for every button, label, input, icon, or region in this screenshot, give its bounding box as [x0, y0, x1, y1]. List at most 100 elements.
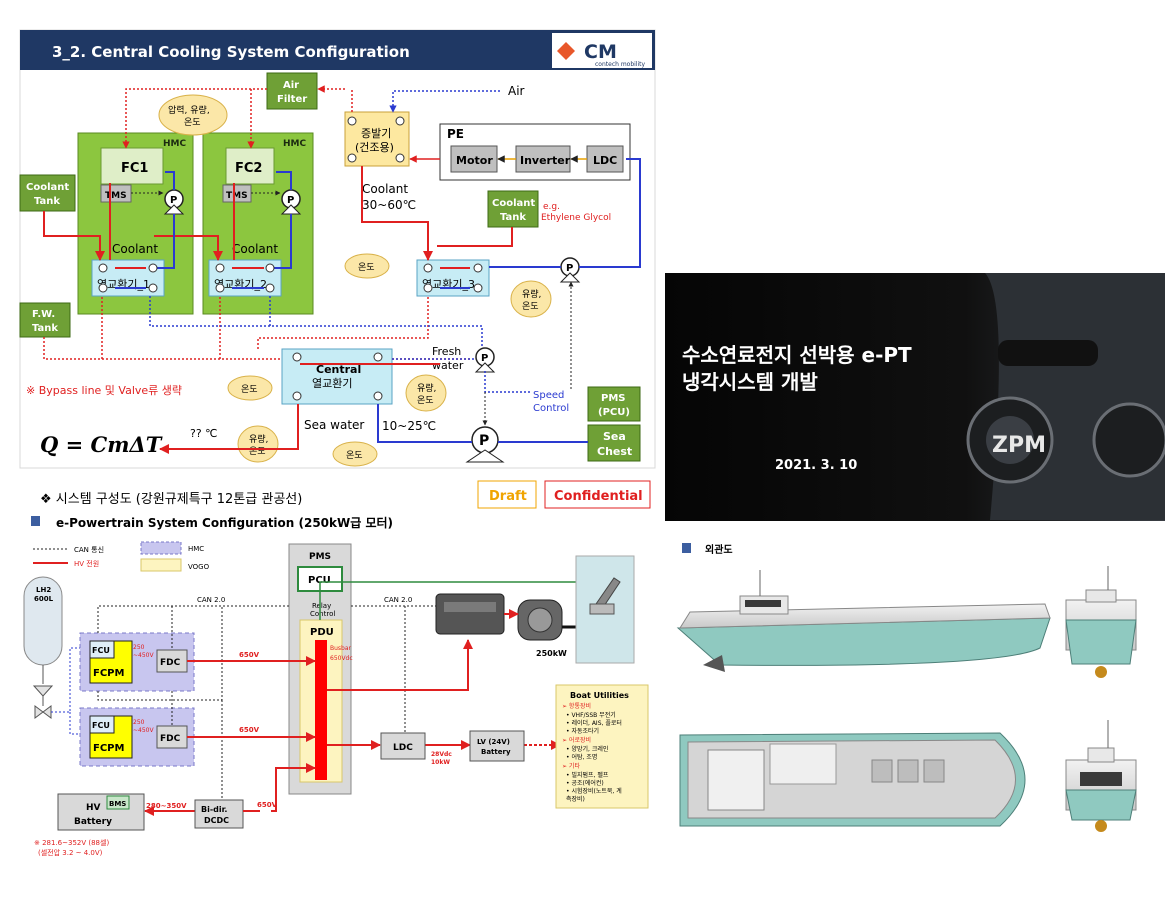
coolant-label-1: Coolant — [112, 242, 158, 256]
boat-rear-view — [1065, 720, 1137, 832]
valve-icon — [34, 705, 52, 719]
fw-tank-l2: Tank — [32, 323, 58, 334]
fcpm-label-1: FCPM — [93, 668, 124, 679]
utility-item: 측장비) — [566, 795, 585, 803]
hv-note-l1: ※ 281.6~352V (88셀) — [34, 839, 109, 847]
ldc-label: LDC — [393, 743, 413, 753]
boat-top-view — [679, 732, 1026, 827]
hv-note-l2: (셀전압 3.2 ~ 4.0V) — [38, 848, 103, 857]
coolant-temp-l1: Coolant — [362, 182, 408, 196]
boat-front-view — [1065, 566, 1137, 678]
utility-item: ➢ 기타 — [562, 762, 580, 770]
boat-side-view — [676, 570, 1051, 672]
confidential-badge-text: Confidential — [554, 489, 643, 504]
fcu-label-2: FCU — [92, 721, 110, 730]
cover-brand: ZPM — [992, 433, 1046, 458]
throttle-line — [319, 581, 580, 620]
inverter-label: Inverter — [520, 154, 571, 167]
flow-bubble-3 — [237, 425, 279, 463]
pdu-label: PDU — [310, 627, 334, 638]
legend-can: CAN 통신 — [74, 545, 104, 554]
relay-l1: Relay — [312, 602, 331, 610]
pump-label-2: P — [287, 195, 294, 206]
pump-label-4: P — [481, 353, 488, 364]
central-hx-l1: Central — [316, 363, 361, 376]
flow-bubble-3-l1: 유량, — [249, 433, 268, 445]
coolant-label-2: Coolant — [232, 242, 278, 256]
fc-range-2b: ~450V — [133, 727, 154, 734]
boat-utilities-title: Boat Utilities — [570, 691, 629, 700]
utility-item: • 시험장비(노트북, 계 — [566, 787, 622, 795]
speed-control-l1: Speed — [533, 390, 564, 401]
sea-temp-label: 10~25℃ — [382, 419, 436, 433]
slide-title: 3_2. Central Cooling System Configuratio… — [52, 43, 410, 61]
bullet-icon — [31, 516, 40, 526]
v650-label-2: 650V — [239, 726, 260, 734]
legend-hmc: HMC — [188, 545, 204, 553]
tms-label-2: TMS — [226, 191, 248, 201]
legend-hmc-swatch — [140, 541, 182, 555]
coolant-tank-left-l2: Tank — [34, 196, 60, 207]
motor-box — [450, 145, 498, 173]
bms-label: BMS — [109, 800, 126, 808]
temp-bubble-1-text: 온도 — [358, 262, 375, 273]
pump-icon-4: P — [474, 347, 496, 373]
pms-label: PMS — [309, 552, 331, 562]
tms-label-1: TMS — [105, 191, 127, 201]
pcu-label: PCU — [308, 575, 331, 586]
fcu-box-1 — [89, 640, 115, 659]
bms-box — [106, 795, 130, 810]
fc-range-2a: 250 — [133, 719, 145, 726]
bidir-l1: Bi-dir. — [201, 805, 227, 814]
coolant-tank-left-l1: Coolant — [26, 182, 69, 193]
system-subheading: e-Powertrain System Configuration (250kW… — [56, 515, 393, 530]
hv-battery-l1: HV — [86, 803, 101, 813]
pressure-note-l2: 온도 — [184, 117, 201, 128]
ldc-out-l1: 28Vdc — [431, 751, 452, 758]
vaporizer-icon — [32, 685, 54, 697]
hv-battery-l2: Battery — [74, 817, 112, 827]
coolant-tank-right-l1: Coolant — [492, 198, 535, 209]
utility-item: • VHF/SSB 무전기 — [566, 711, 616, 719]
sea-chest-l1: Sea — [603, 430, 626, 443]
relay-l2: Control — [310, 610, 335, 618]
coolant-tank-right — [487, 190, 539, 228]
bypass-note: ※ Bypass line 및 Valve류 생략 — [26, 384, 182, 397]
sea-water-label: Sea water — [304, 418, 364, 432]
draft-badge — [477, 480, 537, 509]
confidential-badge — [544, 480, 651, 509]
ldc-label-top: LDC — [593, 154, 617, 167]
temp-bubble-1 — [344, 253, 390, 279]
utility-item: • 어탐, 조명 — [566, 753, 597, 761]
utility-item: ➢ 항통장비 — [562, 702, 591, 710]
flow-bubble-1-l1: 유량, — [522, 288, 541, 300]
cover-slide: 수소연료전지 선박용 e-PT 냉각시스템 개발 2021. 3. 10 ZPM — [665, 273, 1165, 521]
can-bus-lines — [97, 605, 467, 800]
fc2-label: FC2 — [235, 161, 262, 176]
lh2-label: LH2 — [36, 586, 51, 594]
hv-lines — [144, 639, 561, 816]
pe-label: PE — [447, 127, 464, 141]
lv-battery-l1: LV (24V) — [477, 738, 510, 746]
motor-label: Motor — [456, 154, 493, 167]
busbar-l2: 650Vdc — [330, 655, 353, 662]
utility-item: • 레이더, AIS, 플로터 — [566, 719, 622, 727]
inverter-image — [435, 593, 505, 635]
fc1-label: FC1 — [121, 161, 148, 176]
lv-battery-box — [469, 730, 525, 762]
utility-item: ➢ 어로장비 — [562, 736, 591, 744]
fcu-box-2 — [89, 715, 115, 734]
h2-lines — [51, 647, 84, 735]
fresh-water-l1: Fresh — [432, 345, 461, 358]
fc1-box — [100, 147, 164, 185]
utility-item: • 양망기, 크레인 — [566, 745, 608, 753]
v650-label-3: 650V — [257, 801, 278, 809]
pump-label-3: P — [566, 263, 573, 274]
inverter-box — [515, 145, 571, 173]
speed-control-l2: Control — [533, 403, 569, 414]
system-heading: ❖ 시스템 구성도 (강원규제특구 12톤급 관공선) — [40, 492, 302, 507]
pump-icon-5: P — [465, 426, 505, 463]
fcpm-label-2: FCPM — [93, 743, 124, 754]
ldc-out-l2: 10kW — [431, 759, 450, 766]
